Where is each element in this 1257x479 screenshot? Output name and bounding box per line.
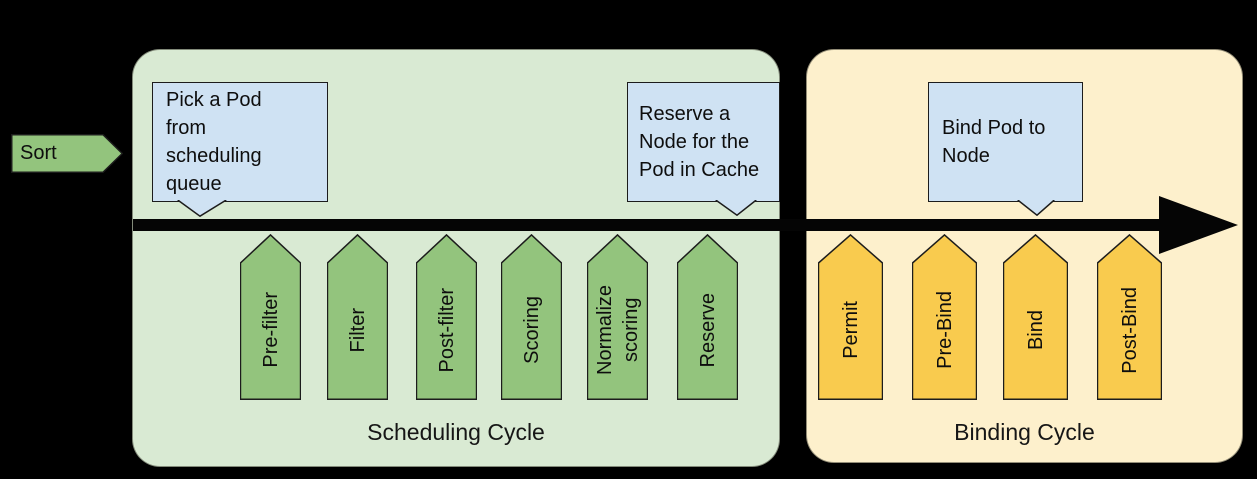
- callout-pick-pod: Pick a Pod from scheduling queue: [152, 82, 328, 202]
- right-arrow-shape: [11, 134, 123, 173]
- up-arrow-shape: [1003, 234, 1068, 400]
- callout-bind-pod-tail: [1017, 200, 1055, 216]
- binding-cycle-label: Binding Cycle: [954, 419, 1095, 445]
- up-arrow-shape: [416, 234, 477, 400]
- callout-reserve-node: Reserve a Node for the Pod in Cache: [627, 82, 780, 202]
- up-arrow-shape: [240, 234, 301, 400]
- up-arrow-shape: [818, 234, 883, 400]
- extension-point-label: Bind: [1024, 309, 1047, 351]
- timeline-arrow-head: [1159, 196, 1238, 254]
- timeline-arrow-shaft: [133, 219, 1163, 231]
- callout-bind-pod: Bind Pod to Node: [928, 82, 1083, 202]
- extension-point-label: Pre-filter: [259, 292, 282, 368]
- extension-point-label: Scoring: [520, 296, 543, 364]
- callout-pick-pod-tail: [177, 200, 227, 217]
- extension-point-bind: Bind: [1003, 234, 1068, 400]
- extension-point-label: Permit: [839, 301, 862, 359]
- extension-point-label: Post-Bind: [1118, 286, 1141, 374]
- extension-point-post-bind: Post-Bind: [1097, 234, 1162, 400]
- extension-point-reserve: Reserve: [677, 234, 738, 400]
- extension-point-label: Pre-Bind: [933, 291, 956, 369]
- extension-point-permit: Permit: [818, 234, 883, 400]
- up-arrow-shape: [912, 234, 977, 400]
- extension-point-pre-bind: Pre-Bind: [912, 234, 977, 400]
- callout-reserve-node-tail: [715, 200, 757, 216]
- sort-label: Sort: [20, 142, 57, 164]
- up-arrow-shape: [327, 234, 388, 400]
- extension-point-label: Normalize scoring: [593, 284, 642, 376]
- extension-point-label: Post-filter: [435, 287, 458, 373]
- extension-point-label: Filter: [346, 307, 369, 353]
- extension-point-normalize-scoring: Normalize scoring: [587, 234, 648, 400]
- callout-reserve-node-text: Reserve a Node for the Pod in Cache: [639, 103, 760, 181]
- extension-point-filter: Filter: [327, 234, 388, 400]
- extension-point-post-filter: Post-filter: [416, 234, 477, 400]
- sort-extension-point: Sort: [11, 134, 123, 173]
- scheduling-cycle-label: Scheduling Cycle: [367, 419, 545, 445]
- callout-pick-pod-text: Pick a Pod from scheduling queue: [166, 89, 262, 195]
- extension-point-label: Reserve: [696, 292, 719, 368]
- extension-point-scoring: Scoring: [501, 234, 562, 400]
- up-arrow-shape: [1097, 234, 1162, 400]
- extension-point-pre-filter: Pre-filter: [240, 234, 301, 400]
- up-arrow-shape: [501, 234, 562, 400]
- callout-bind-pod-text: Bind Pod to Node: [942, 117, 1046, 167]
- up-arrow-shape: [677, 234, 738, 400]
- up-arrow-shape: [587, 234, 648, 400]
